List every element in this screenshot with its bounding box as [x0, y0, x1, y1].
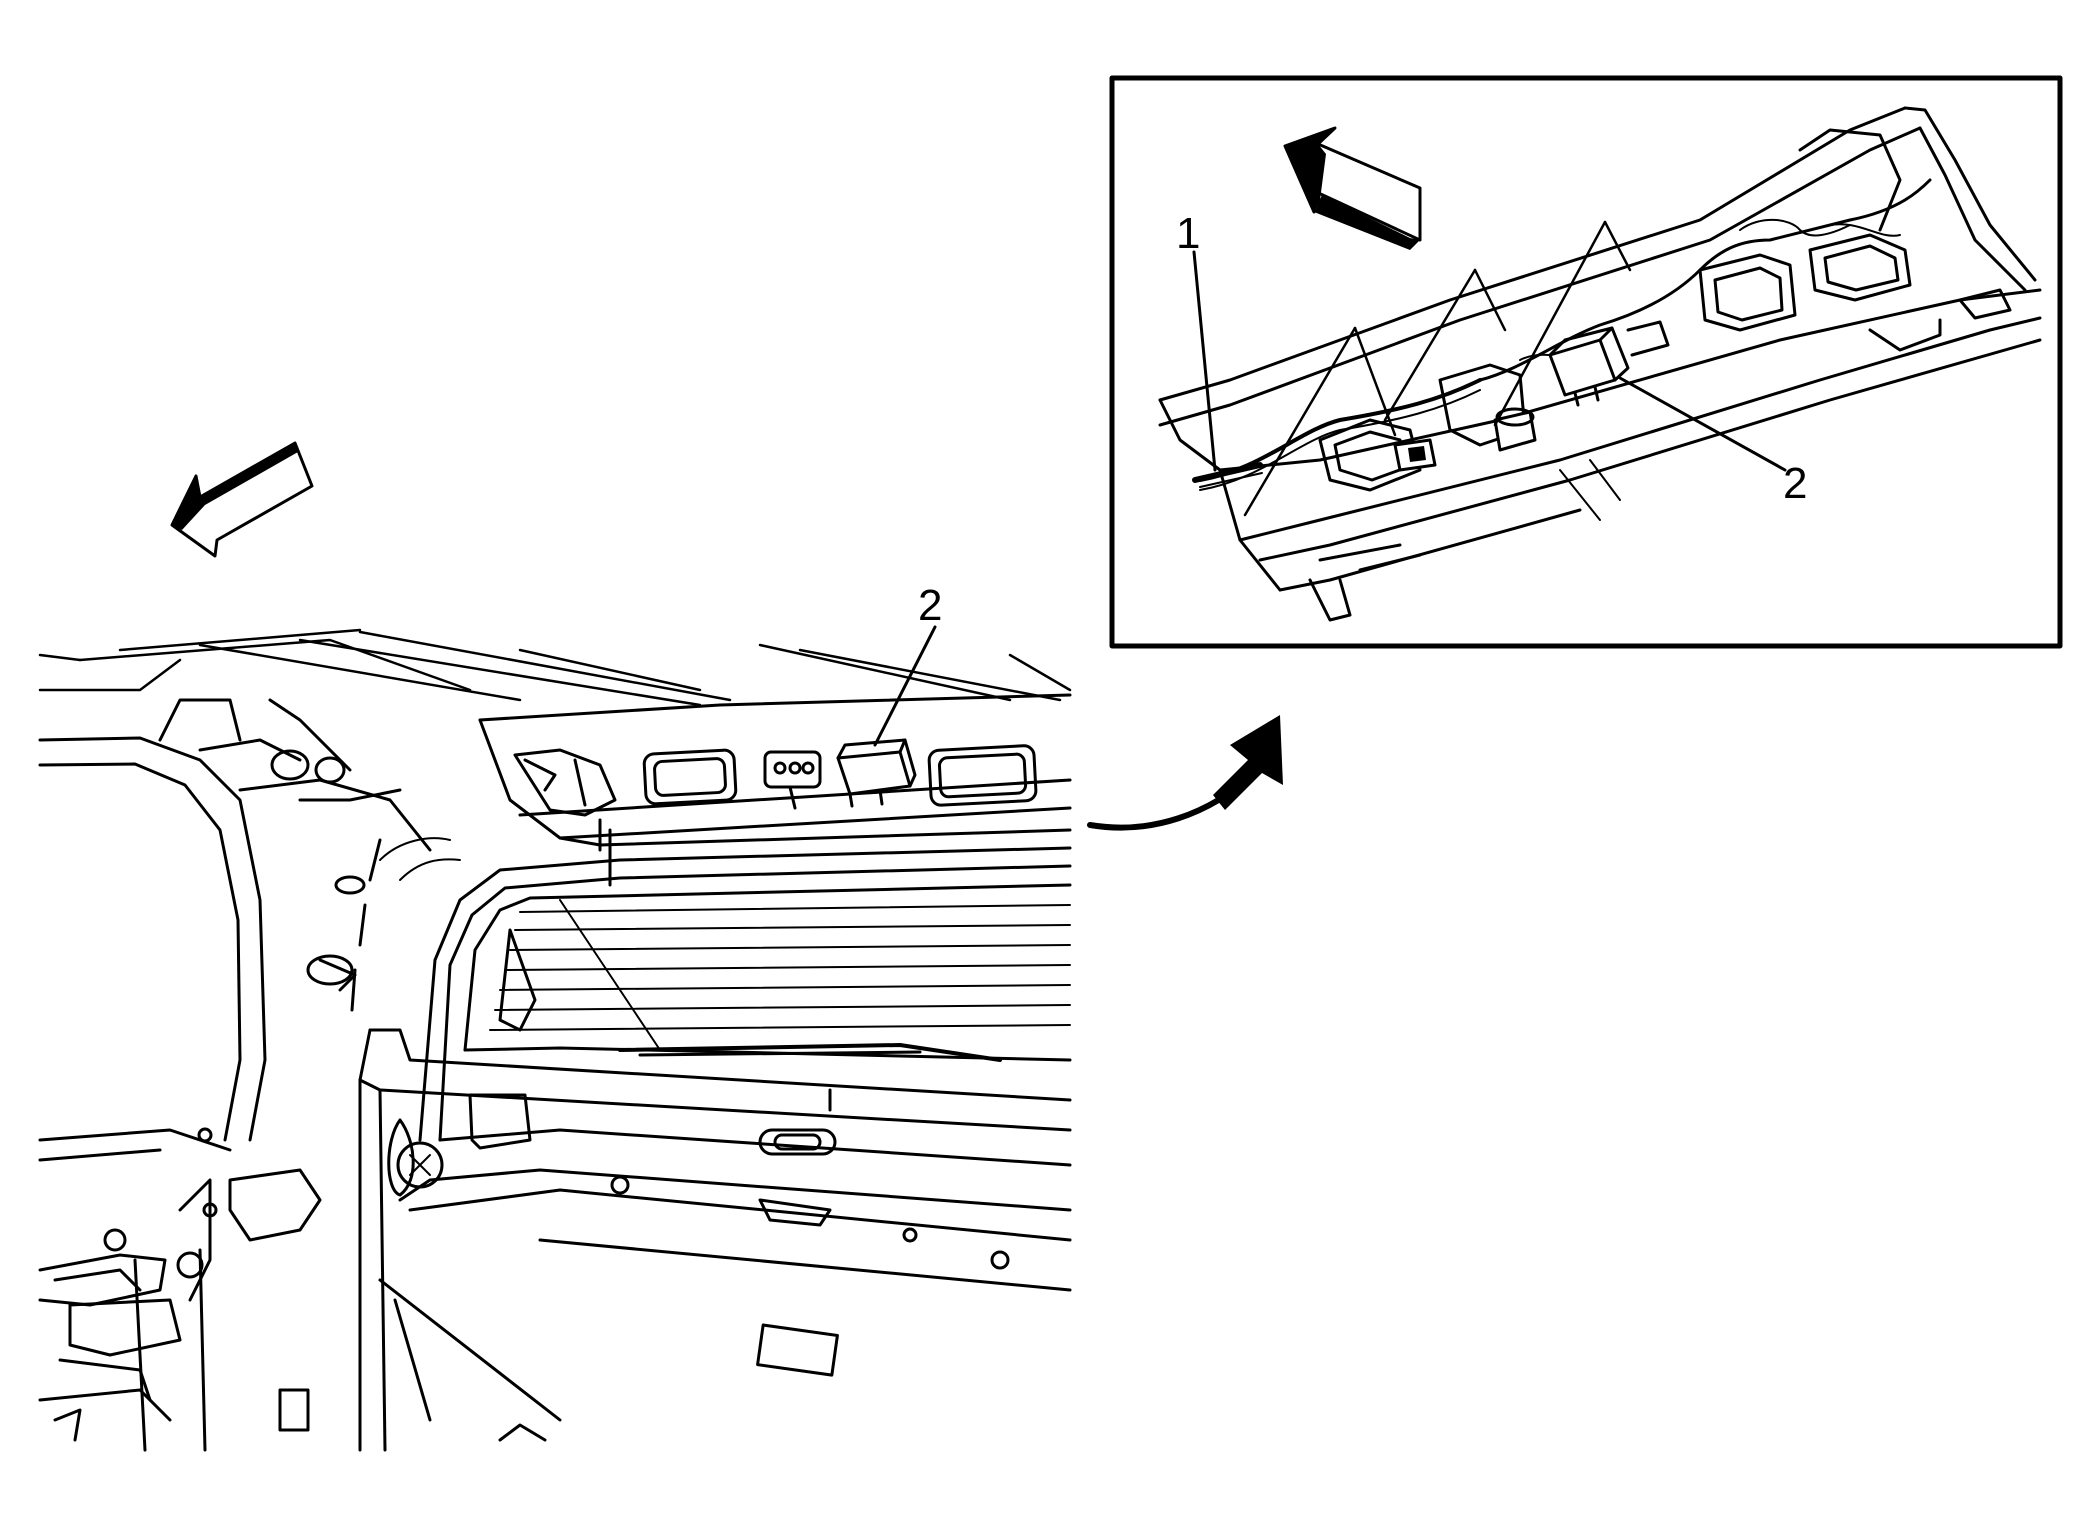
inset-header-panel [1158, 106, 2042, 622]
callout-label: 1 [1176, 209, 1200, 258]
detail-inset: 1 2 [1109, 75, 2063, 649]
inset-callout-2: 2 [1618, 376, 1807, 508]
body-side [38, 698, 461, 1452]
rear-header-panel [478, 693, 1072, 887]
direction-arrow-icon [1283, 126, 1422, 250]
direction-arrow-icon [170, 441, 314, 558]
callout-label: 2 [918, 581, 942, 630]
transition-arrow-icon [1087, 715, 1283, 831]
roof-ribs [38, 628, 1072, 707]
main-callout-2: 2 [873, 581, 942, 747]
inset-module [1548, 320, 1670, 407]
inset-fastener [1192, 462, 1263, 488]
module [836, 738, 917, 808]
leader-triangles [1243, 220, 1632, 517]
callout-label: 2 [1783, 459, 1807, 508]
main-vehicle-view: 2 [38, 441, 1072, 1452]
rear-window [418, 846, 1072, 1142]
inset-callout-1: 1 [1176, 209, 1217, 472]
liftgate [358, 1028, 1072, 1452]
